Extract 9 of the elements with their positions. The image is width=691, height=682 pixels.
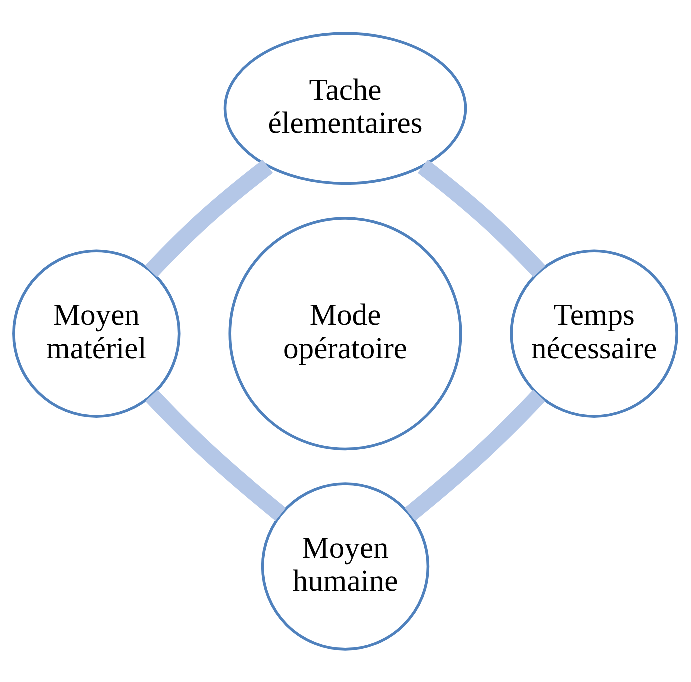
connector	[146, 389, 286, 521]
node-circle: Moyen humaine	[261, 482, 430, 650]
connector	[418, 159, 546, 277]
connector	[145, 159, 274, 277]
connector	[404, 389, 546, 521]
node-circle: Mode opératoire	[228, 216, 462, 450]
node-ellipse: Tache élementaires	[224, 32, 468, 185]
node-circle: Moyen matériel	[12, 249, 181, 418]
node-circle: Temps nécessaire	[510, 249, 678, 418]
